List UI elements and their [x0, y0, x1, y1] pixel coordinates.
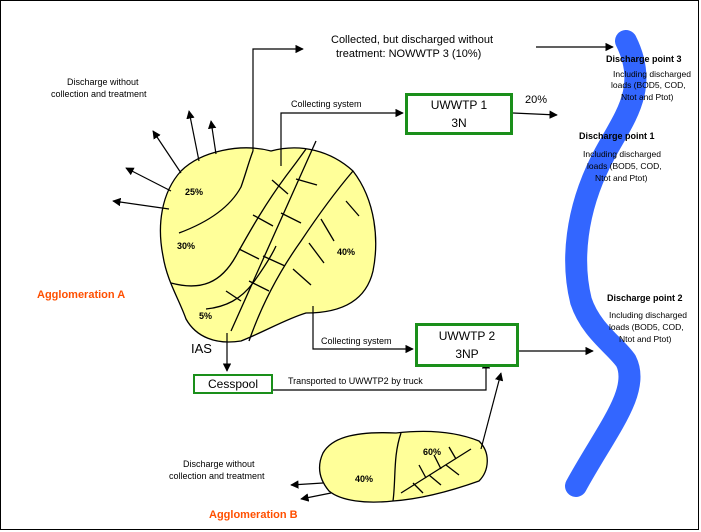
discharge-point-3-line2: loads (BOD5, COD,	[611, 80, 686, 90]
agglomeration-a-area	[159, 147, 377, 343]
uwwtp1-box: UWWTP 1 3N	[405, 93, 513, 135]
agglomeration-a-discharge-line1: Discharge without	[67, 77, 139, 87]
agglomeration-b-pct-40: 40%	[355, 474, 374, 484]
agglomeration-b-pct-60: 60%	[423, 447, 442, 457]
discharge-point-1-line1: Including discharged	[583, 149, 661, 159]
uwwtp2-level: 3NP	[455, 347, 479, 361]
agglomeration-a-discharge-line2: collection and treatment	[51, 89, 147, 99]
discharge-point-2-line2: loads (BOD5, COD,	[609, 322, 684, 332]
truck-transport-label: Transported to UWWTP2 by truck	[288, 376, 423, 386]
ias-label: IAS	[191, 341, 212, 356]
discharge-point-1-title: Discharge point 1	[579, 131, 655, 141]
agglomeration-a-pct-40: 40%	[337, 247, 356, 257]
uwwtp1-title: UWWTP 1	[430, 98, 488, 112]
river	[565, 30, 647, 497]
cesspool-box: Cesspool	[193, 374, 273, 394]
uwwtp2-title: UWWTP 2	[438, 329, 496, 343]
collecting-system-label-1: Collecting system	[291, 99, 362, 109]
agglomeration-b-area	[318, 430, 488, 503]
agglomeration-a-pct-5: 5%	[199, 311, 213, 321]
discharge-point-1-line2: loads (BOD5, COD,	[587, 161, 662, 171]
agglomeration-a-pct-25: 25%	[185, 187, 204, 197]
discharge-point-2-line1: Including discharged	[609, 310, 687, 320]
agglomeration-b-discharge-line2: collection and treatment	[169, 471, 265, 481]
uwwtp1-level: 3N	[451, 116, 467, 130]
agglomeration-b-discharge-line1: Discharge without	[183, 459, 255, 469]
discharge-point-3-line3: Ntot and Ptot)	[621, 92, 674, 102]
nowwtp3-label-line2: treatment: NOWWTP 3 (10%)	[336, 48, 482, 60]
uwwtp2-box: UWWTP 2 3NP	[415, 323, 519, 367]
discharge-point-3-line1: Including discharged	[613, 69, 691, 79]
agglomeration-a-label: Agglomeration A	[37, 289, 126, 301]
discharge-point-3-title: Discharge point 3	[606, 54, 682, 64]
cesspool-label: Cesspool	[207, 377, 259, 391]
agglomeration-a-pct-30: 30%	[177, 241, 196, 251]
agglomeration-b-label: Agglomeration B	[209, 509, 298, 521]
discharge-point-2-title: Discharge point 2	[607, 293, 683, 303]
discharge-point-1-line3: Ntot and Ptot)	[595, 173, 648, 183]
discharge-point-2-line3: Ntot and Ptot)	[619, 334, 672, 344]
uwwtp1-percent: 20%	[525, 94, 548, 106]
nowwtp3-label-line1: Collected, but discharged without	[331, 34, 494, 46]
collecting-system-label-2: Collecting system	[321, 336, 392, 346]
